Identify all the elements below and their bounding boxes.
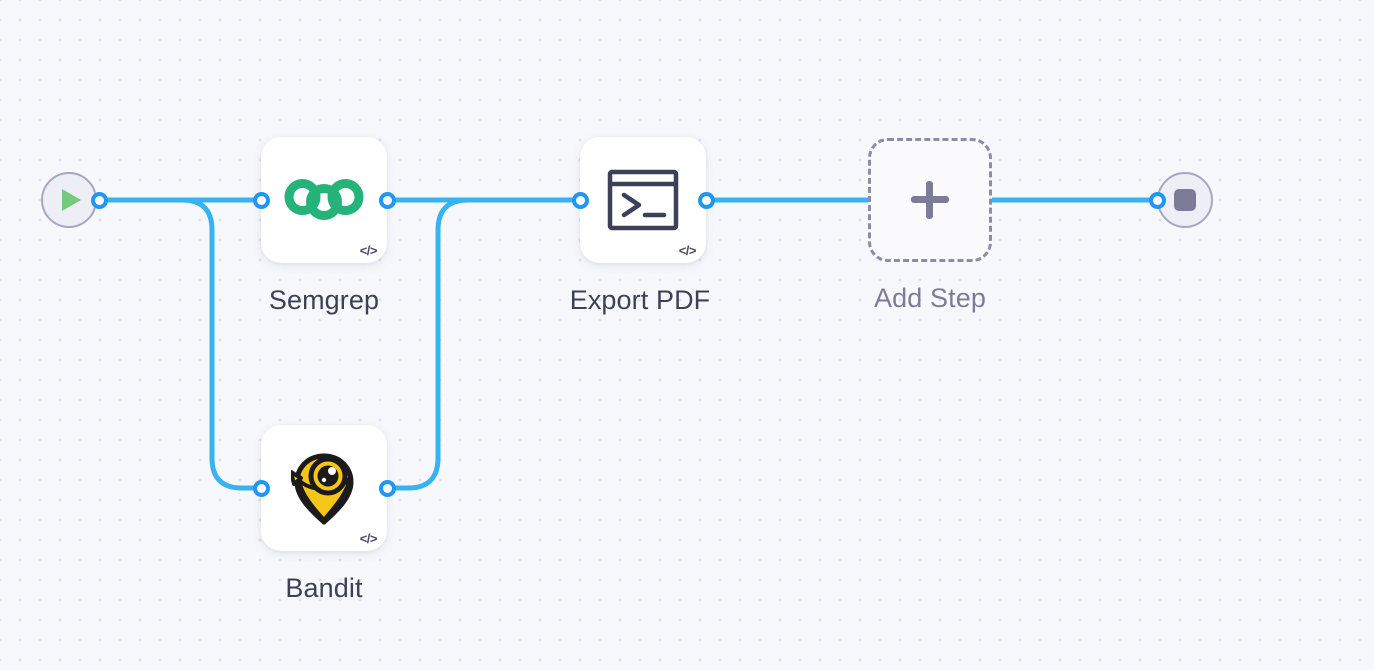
start-node-circle[interactable]	[41, 172, 97, 228]
step-label-export-pdf: Export PDF	[569, 285, 711, 315]
stop-node[interactable]	[1157, 172, 1213, 228]
step-node-bandit[interactable]: </>	[261, 425, 387, 551]
step-node-export-pdf[interactable]: </>	[580, 137, 706, 263]
step-label-semgrep: Semgrep	[268, 285, 380, 315]
semgrep-output-port[interactable]	[379, 192, 396, 209]
add-step-card[interactable]	[868, 138, 992, 262]
code-badge-icon: </>	[678, 243, 697, 258]
bandit-output-port[interactable]	[379, 480, 396, 497]
semgrep-card[interactable]: </>	[261, 137, 387, 263]
start-node[interactable]	[41, 172, 97, 228]
export-pdf-input-port[interactable]	[572, 192, 589, 209]
stop-node-circle[interactable]	[1157, 172, 1213, 228]
bandit-input-port[interactable]	[253, 480, 270, 497]
edge-start-to-bandit	[96, 197, 264, 491]
export-pdf-output-port[interactable]	[698, 192, 715, 209]
play-icon	[62, 189, 81, 211]
add-step-node[interactable]	[868, 138, 992, 262]
add-step-label: Add Step	[874, 283, 986, 313]
bandit-logo-icon	[291, 453, 354, 525]
stop-icon	[1174, 189, 1196, 211]
code-badge-icon: </>	[359, 243, 378, 258]
semgrep-input-port[interactable]	[253, 192, 270, 209]
bandit-card[interactable]: </>	[261, 425, 387, 551]
terminal-icon	[607, 169, 679, 231]
step-label-bandit: Bandit	[285, 573, 363, 603]
plus-icon	[911, 181, 949, 219]
start-node-output-port[interactable]	[91, 192, 108, 209]
semgrep-logo-icon	[284, 179, 364, 220]
code-badge-icon: </>	[359, 531, 378, 546]
stop-node-input-port[interactable]	[1149, 192, 1166, 209]
export-pdf-card[interactable]: </>	[580, 137, 706, 263]
step-node-semgrep[interactable]: </>	[261, 137, 387, 263]
edge-bandit-to-exportpdf	[384, 197, 583, 491]
